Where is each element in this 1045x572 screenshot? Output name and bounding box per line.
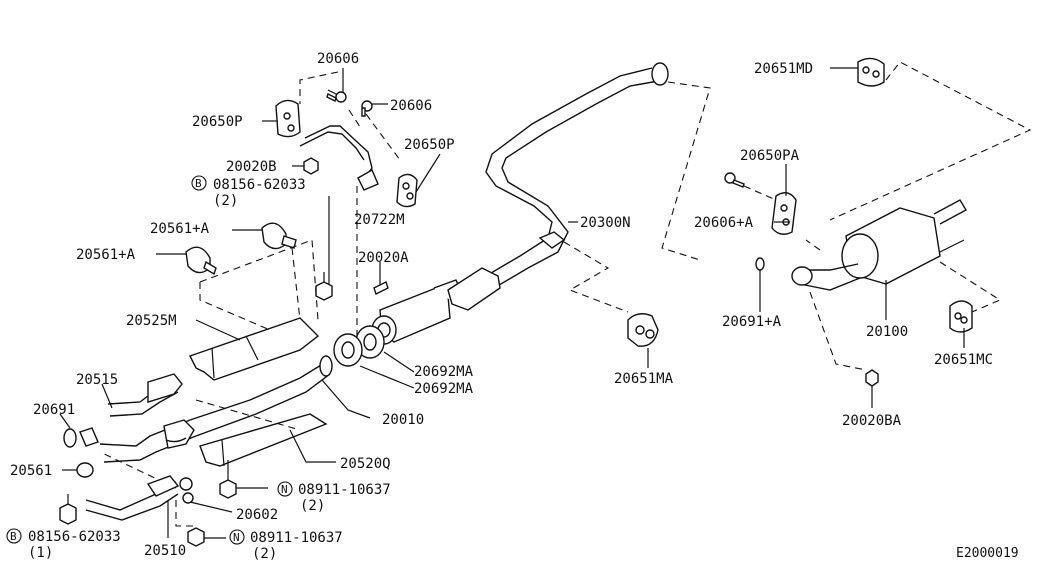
label-20520Q: 20520Q xyxy=(340,456,391,472)
svg-text:B: B xyxy=(10,530,17,543)
hanger-20650PA-icon xyxy=(771,192,797,235)
mount-20651MC-icon xyxy=(949,300,973,333)
label-20525M: 20525M xyxy=(126,313,177,329)
bolt-08156-62033-top-icon xyxy=(315,272,333,301)
bracket-20722M-icon xyxy=(299,125,379,191)
label-20100: 20100 xyxy=(866,324,908,340)
bolt-20606A-icon xyxy=(724,172,745,188)
mount-20651MA-icon xyxy=(627,313,659,347)
label-20020BA: 20020BA xyxy=(842,413,902,429)
label-20510: 20510 xyxy=(144,543,186,559)
bolt-20606-top-icon xyxy=(326,89,347,103)
label-08156-62033-bottom-qty: (1) xyxy=(28,545,53,561)
label-20722M: 20722M xyxy=(354,212,405,228)
label-08911-10637-top: 08911-10637 xyxy=(298,482,391,498)
nut-20020BA-icon xyxy=(865,369,879,387)
label-20020A: 20020A xyxy=(358,250,409,266)
pipe-20515-icon xyxy=(107,373,183,417)
label-20561A-top: 20561+A xyxy=(150,221,210,237)
label-08911-10637-bottom: 08911-10637 xyxy=(250,530,343,546)
label-08911-10637-bottom-qty: (2) xyxy=(252,546,277,562)
label-20561: 20561 xyxy=(10,463,52,479)
hanger-20650P-left-icon xyxy=(275,99,301,138)
label-20561A-left: 20561+A xyxy=(76,247,136,263)
label-20020B: 20020B xyxy=(226,159,277,175)
label-20692MA-1: 20692MA xyxy=(414,364,474,380)
label-20606-top: 20606 xyxy=(317,51,359,67)
center-pipe-20300N-icon xyxy=(447,62,669,311)
svg-text:N: N xyxy=(233,531,240,544)
gasket-20691-icon xyxy=(63,428,77,448)
gasket-20691A-icon xyxy=(755,257,765,271)
svg-text:N: N xyxy=(281,483,288,496)
nut-08911-10637-bottom-icon xyxy=(187,527,205,547)
label-20651MD: 20651MD xyxy=(754,61,813,77)
clamp-20561-icon xyxy=(76,462,94,478)
clamp-20561A-left-icon xyxy=(185,246,217,276)
nut-08911-10637-top-icon xyxy=(219,479,237,499)
label-08156-62033-bottom: 08156-62033 xyxy=(28,529,121,545)
label-08911-10637-top-qty: (2) xyxy=(300,498,325,514)
bolt-20606-mid-icon xyxy=(361,100,373,117)
heat-shield-20520Q-icon xyxy=(199,413,328,467)
label-20692MA-2: 20692MA xyxy=(414,381,474,397)
label-20691: 20691 xyxy=(33,402,75,418)
label-20606-mid: 20606 xyxy=(390,98,432,114)
flange-icon xyxy=(79,427,99,447)
stud-20020A-icon xyxy=(373,281,389,295)
gasket-20692MA-1-icon xyxy=(355,325,385,359)
diagram-id: E2000019 xyxy=(956,546,1019,561)
mount-20651MD-icon xyxy=(857,57,885,87)
label-20650PA: 20650PA xyxy=(740,148,800,164)
nut-symbol-bottom: N xyxy=(229,529,245,545)
heat-shield-20525M-icon xyxy=(189,317,320,381)
label-20651MA: 20651MA xyxy=(614,371,674,387)
bolt-symbol-top: B xyxy=(191,175,207,191)
front-pipe-20010-icon xyxy=(99,355,333,463)
label-20650P-right: 20650P xyxy=(404,137,455,153)
bolt-symbol-bottom: B xyxy=(6,528,22,544)
svg-text:B: B xyxy=(195,177,202,190)
label-20602: 20602 xyxy=(236,507,278,523)
label-20691A: 20691+A xyxy=(722,314,782,330)
bolt-08156-62033-bottom-icon xyxy=(59,494,77,525)
spring-20602-icon xyxy=(179,477,194,504)
label-08156-62033-top: 08156-62033 xyxy=(213,177,306,193)
label-08156-62033-top-qty: (2) xyxy=(213,193,238,209)
label-20650P-left: 20650P xyxy=(192,114,243,130)
label-20300N: 20300N xyxy=(580,215,631,231)
clamp-20561A-top-icon xyxy=(261,222,297,250)
gasket-20692MA-2-icon xyxy=(333,333,363,367)
nut-symbol-top: N xyxy=(277,481,293,497)
hanger-20650P-right-icon xyxy=(396,173,418,208)
label-20515: 20515 xyxy=(76,372,118,388)
nut-20020B-icon xyxy=(303,157,319,175)
label-20651MC: 20651MC xyxy=(934,352,993,368)
label-20606A: 20606+A xyxy=(694,215,754,231)
pipe-20510-icon xyxy=(85,475,180,521)
muffler-20100-icon xyxy=(791,199,967,291)
label-20010: 20010 xyxy=(382,412,424,428)
